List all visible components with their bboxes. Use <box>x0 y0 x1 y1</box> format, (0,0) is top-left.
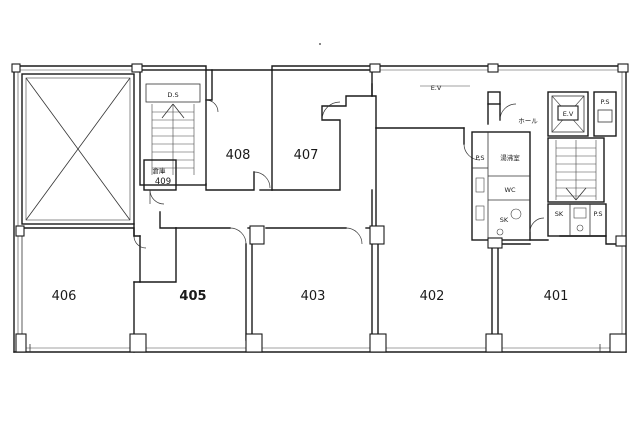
columns <box>11 63 629 353</box>
pipe-space-label: P.S <box>600 98 609 106</box>
wc-label: WC <box>505 186 516 194</box>
ev-pit-label: E.V <box>431 84 442 92</box>
room-403: 403 <box>251 235 373 341</box>
room-409-label: 409 <box>155 177 171 187</box>
room-402-label: 402 <box>420 289 445 304</box>
corridor-doors <box>133 99 219 249</box>
room-407-label: 407 <box>294 148 319 163</box>
elevator-label: E.V <box>563 110 574 118</box>
room-406: 406 <box>21 227 141 353</box>
sk-left-label: SK <box>500 216 509 224</box>
ds-label: D.S <box>167 91 178 99</box>
ps-label: P.S <box>475 154 484 162</box>
room-408-label: 408 <box>226 148 251 163</box>
right-core: ホール E.V P.S 湯沸室 WC SK E.V P.S <box>371 83 617 241</box>
ps-right-label: P.S <box>593 210 602 218</box>
sk-right-label: SK <box>555 210 564 218</box>
room-406-label: 406 <box>52 289 77 304</box>
room-403-label: 403 <box>301 289 326 304</box>
room-408: 408 <box>205 69 273 191</box>
outer-walls <box>13 65 627 353</box>
room-405-label: 405 <box>179 289 206 304</box>
kitchen-label: 湯沸室 <box>500 153 520 162</box>
hall-label: ホール <box>518 117 538 125</box>
room-402: 402 <box>377 127 493 341</box>
room-407: 407 <box>271 69 373 191</box>
storage-label: 倉庫 <box>153 166 167 175</box>
corridor-walls <box>133 127 465 245</box>
room-401-label: 401 <box>544 289 569 304</box>
room-405: 405 <box>139 227 247 341</box>
stair-left: D.S 倉庫 409 <box>139 69 207 205</box>
void-area <box>21 73 135 225</box>
room-401: 401 <box>497 235 623 341</box>
stray-dot <box>319 43 321 45</box>
